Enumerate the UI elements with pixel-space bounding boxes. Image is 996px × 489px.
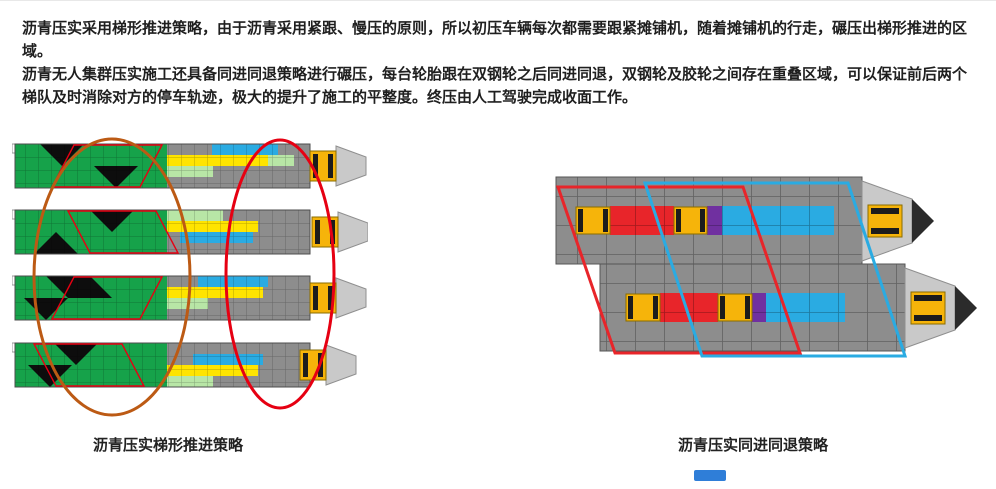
roller-icon xyxy=(673,206,708,235)
sync-strategy-diagram xyxy=(555,176,977,358)
trapezoid-outline xyxy=(32,343,146,387)
trapezoid-strategy-diagram xyxy=(12,137,368,417)
paver-icon xyxy=(309,145,367,187)
caption-sync-strategy: 沥青压实同进同退策略 xyxy=(677,437,828,454)
paragraph-trapezoid-strategy: 沥青压实采用梯形推进策略，由于沥青采用紧跟、慢压的原则，所以初压车辆每次都需要跟… xyxy=(22,20,968,60)
red-parallelogram-annotation xyxy=(555,185,803,355)
paver-icon xyxy=(311,211,368,253)
footer-tag xyxy=(694,470,726,481)
paver-icon xyxy=(861,180,934,262)
paver-icon xyxy=(299,344,357,386)
caption-trapezoid-strategy: 沥青压实梯形推进策略 xyxy=(92,437,243,454)
intro-text: 沥青压实采用梯形推进策略，由于沥青采用紧跟、慢压的原则，所以初压车辆每次都需要跟… xyxy=(22,17,976,109)
trapezoid-outline xyxy=(50,276,164,320)
trapezoid-outline xyxy=(66,210,180,254)
roller-icon xyxy=(717,293,753,322)
paragraph-sync-strategy: 沥青无人集群压实施工还具备同进同退策略进行碾压，每台轮胎跟在双钢轮之后同进同退，… xyxy=(22,66,968,106)
blue-parallelogram-annotation xyxy=(642,181,908,358)
bottom-lane-grid xyxy=(599,263,906,352)
red-ellipse-annotation xyxy=(224,138,336,410)
paver-icon xyxy=(904,267,977,349)
trapezoid-strategy-figure xyxy=(12,137,368,425)
compaction-strip-2 xyxy=(12,209,368,255)
roller-icon xyxy=(625,293,661,322)
sync-strategy-figure xyxy=(548,167,978,373)
paver-icon xyxy=(309,277,367,319)
orange-ellipse-annotation xyxy=(32,137,192,417)
top-lane-grid xyxy=(555,176,863,265)
compaction-strip-4 xyxy=(12,342,357,388)
roller-icon xyxy=(575,206,611,235)
